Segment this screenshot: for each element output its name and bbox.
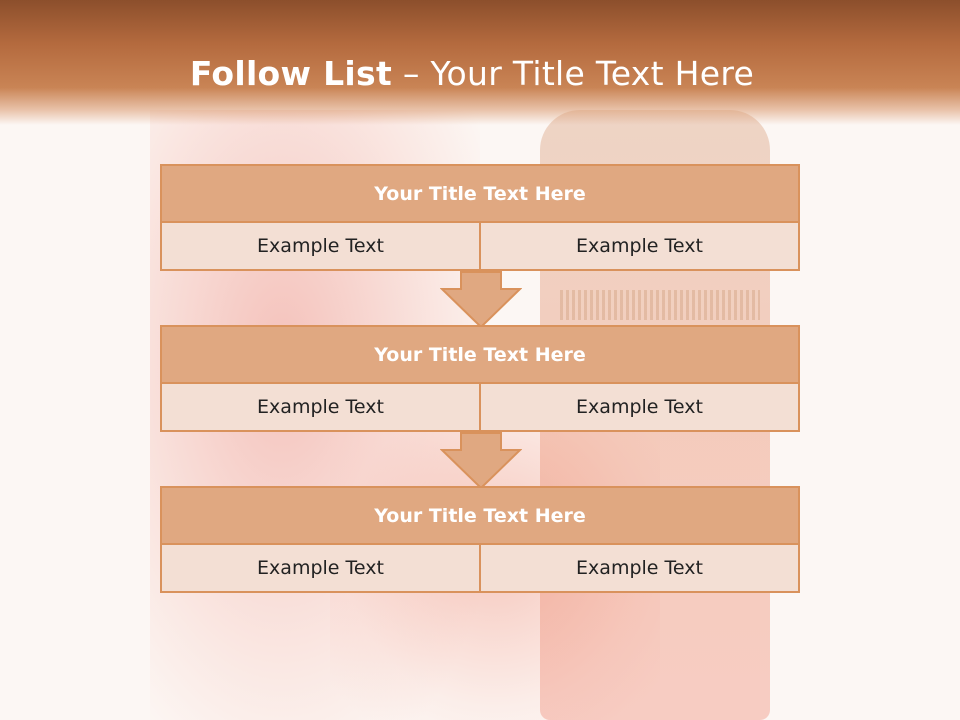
background-fringe xyxy=(560,290,760,320)
step-left-text: Example Text xyxy=(162,545,479,591)
step-right-text: Example Text xyxy=(479,223,798,269)
step-title: Your Title Text Here xyxy=(162,166,798,223)
step-title: Your Title Text Here xyxy=(162,327,798,384)
step-title: Your Title Text Here xyxy=(162,488,798,545)
title-rest: Your Title Text Here xyxy=(430,54,755,93)
title-bold: Follow List xyxy=(189,54,393,93)
down-arrow-icon xyxy=(440,271,522,329)
step-row: Example Text Example Text xyxy=(162,384,798,430)
step-right-text: Example Text xyxy=(479,384,798,430)
down-arrow-icon xyxy=(440,432,522,490)
step-left-text: Example Text xyxy=(162,223,479,269)
title-separator: – xyxy=(402,54,420,93)
list-step-2: Your Title Text Here Example Text Exampl… xyxy=(160,325,800,432)
step-left-text: Example Text xyxy=(162,384,479,430)
slide-title: Follow List – Your Title Text Here xyxy=(0,54,944,93)
step-row: Example Text Example Text xyxy=(162,545,798,591)
list-step-1: Your Title Text Here Example Text Exampl… xyxy=(160,164,800,271)
title-band xyxy=(0,0,960,125)
list-step-3: Your Title Text Here Example Text Exampl… xyxy=(160,486,800,593)
step-right-text: Example Text xyxy=(479,545,798,591)
step-row: Example Text Example Text xyxy=(162,223,798,269)
